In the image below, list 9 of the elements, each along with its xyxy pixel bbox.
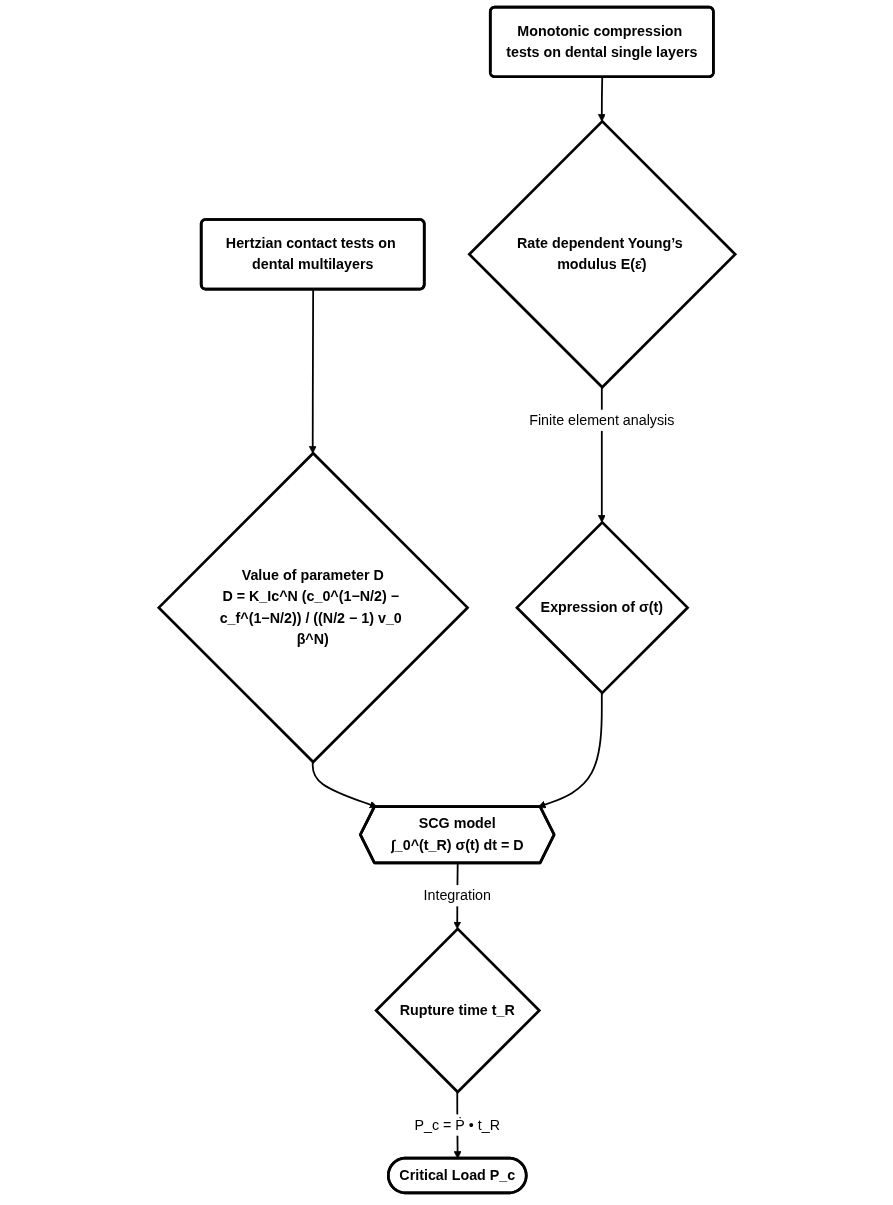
arrow	[311, 761, 377, 809]
node-diamond: Rupture time t_R	[373, 926, 541, 1094]
edge-label: P_c = Ṗ • t_R	[413, 1117, 500, 1133]
node-diamond: Value of parameter D D = K_Ic^N (c_0^(1−N/2) − c_f^(1−N/2)) / ((N/2 − 1) v_0 β^N)	[156, 451, 469, 764]
node-diamond: Expression of σ(t)	[514, 520, 689, 695]
node-diamond: Rate dependent Young’s modulus E(ε̇)	[466, 119, 737, 390]
edge-label: Finite element analysis	[528, 412, 674, 428]
arrow	[597, 76, 606, 122]
edge-label: Integration	[423, 887, 491, 903]
